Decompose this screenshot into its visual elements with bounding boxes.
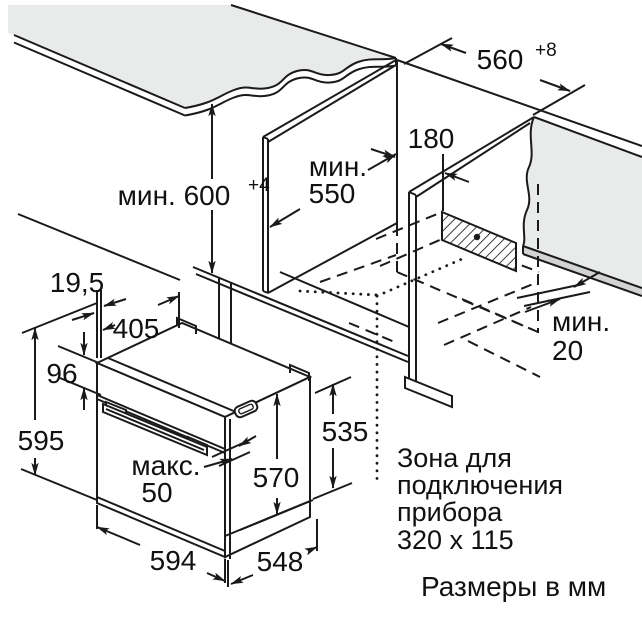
dim-niche-width-label: 560 bbox=[477, 44, 524, 75]
dim-top-depth: 405 bbox=[102, 292, 180, 344]
right-panel-front-edge bbox=[408, 191, 417, 382]
countertop bbox=[8, 4, 397, 117]
dim-niche-height-sup: +4 bbox=[248, 175, 270, 196]
hidden-wall-base-line2 bbox=[461, 298, 539, 333]
rear-wall-base-edges bbox=[522, 245, 642, 297]
dim-oven-height-label: 595 bbox=[18, 425, 65, 456]
rear-wall-surface bbox=[523, 117, 642, 288]
left-cabinet-leg bbox=[218, 278, 232, 347]
dim-oven-height: 595 bbox=[18, 302, 98, 501]
dim-oven-width-label: 594 bbox=[150, 545, 197, 576]
oven-rear-step-right bbox=[289, 363, 310, 381]
rear-wall-break-edge bbox=[522, 116, 535, 247]
left-panel-top-edge bbox=[262, 59, 397, 143]
dim-rear-height: 535 bbox=[312, 376, 369, 500]
dim-oven-depth-label: 548 bbox=[257, 546, 304, 577]
dim-handle-depth-word: макс. bbox=[131, 450, 200, 481]
hidden-right-floor-back bbox=[443, 306, 532, 346]
oven-door-top-edge bbox=[107, 357, 237, 413]
right-panel-top-edge bbox=[408, 116, 535, 198]
rear-wall-top-edge bbox=[533, 116, 642, 158]
countertop-front-edge bbox=[13, 34, 186, 109]
zone-note-line3: прибора bbox=[397, 497, 503, 527]
dim-top-depth-label: 405 bbox=[113, 313, 160, 344]
hidden-right-floor-front bbox=[437, 281, 539, 324]
dim-panel-height-label: 96 bbox=[46, 358, 77, 389]
left-cabinet-front-line bbox=[17, 213, 181, 281]
oven-handle bbox=[102, 400, 208, 457]
hidden-floor-edge-left bbox=[348, 322, 398, 344]
dim-front-overhang: 19,5 bbox=[50, 267, 127, 358]
connection-zone-note: Зона для подключения прибора 320 x 115 bbox=[397, 443, 563, 555]
connection-zone-hatch bbox=[441, 210, 517, 273]
dim-niche-height: мин. 600 +4 bbox=[118, 103, 270, 274]
left-panel-bottom-edge bbox=[262, 222, 398, 294]
zone-note-line4: 320 x 115 bbox=[397, 525, 514, 555]
handle-bar-line bbox=[105, 408, 205, 451]
rear-wall-base-strip bbox=[523, 246, 642, 296]
zone-projection-depth bbox=[375, 257, 464, 298]
hidden-zone-top-line bbox=[375, 211, 443, 240]
left-panel-front-edge bbox=[262, 136, 269, 293]
countertop-break-top bbox=[184, 57, 397, 109]
oven-door-bottom-edge bbox=[96, 496, 226, 552]
rear-wall bbox=[396, 59, 642, 297]
right-cabinet-foot bbox=[404, 375, 453, 409]
dim-panel-height: 96 bbox=[46, 332, 102, 410]
dim-rear-gap-word: мин. bbox=[552, 306, 610, 337]
dim-front-overhang-label: 19,5 bbox=[50, 267, 105, 298]
dim-oven-depth: 548 bbox=[227, 519, 318, 587]
zone-note-line2: подключения bbox=[397, 470, 563, 500]
dim-rear-height-label: 535 bbox=[322, 416, 369, 447]
dim-conn-offset: 180 bbox=[370, 123, 470, 211]
projection-lines bbox=[298, 257, 464, 484]
oven bbox=[94, 316, 313, 559]
hidden-zone-bottom-line bbox=[379, 238, 443, 267]
dim-rear-gap: мин. 20 bbox=[516, 271, 610, 366]
zone-projection-horizontal bbox=[298, 289, 379, 297]
oven-rear-step-left bbox=[176, 316, 197, 334]
dim-handle-depth-value: 50 bbox=[141, 477, 172, 508]
dim-handle-depth: макс. 50 bbox=[131, 435, 257, 508]
dim-oven-width: 594 bbox=[96, 505, 226, 583]
niche-floor-back-edge bbox=[279, 271, 410, 328]
countertop-front-bottom-edge bbox=[13, 41, 186, 117]
zone-note-line1: Зона для bbox=[397, 443, 512, 473]
oven-side-vent-icon bbox=[233, 399, 259, 419]
countertop-surface bbox=[8, 5, 396, 108]
niche-back-top-edge bbox=[396, 59, 642, 147]
connection-zone bbox=[441, 210, 517, 273]
connection-zone-dot bbox=[473, 233, 481, 241]
countertop-back-edge bbox=[230, 4, 397, 59]
hidden-edges bbox=[319, 184, 541, 378]
hidden-right-floor-side bbox=[467, 340, 541, 378]
dim-body-height-label: 570 bbox=[253, 462, 300, 493]
oven-side-face bbox=[224, 375, 311, 559]
dim-niche-depth: мин. 550 bbox=[269, 151, 397, 228]
dim-conn-offset-label: 180 bbox=[408, 123, 455, 154]
units-note: Размеры в мм bbox=[421, 571, 606, 602]
dim-body-height: 570 bbox=[239, 393, 314, 531]
dim-niche-depth-word: мин. bbox=[309, 151, 367, 182]
dim-niche-width: 560 +8 bbox=[403, 37, 586, 116]
countertop-break-bottom bbox=[184, 64, 397, 117]
dim-niche-height-label: мин. 600 bbox=[118, 180, 231, 211]
dim-rear-gap-value: 20 bbox=[552, 335, 583, 366]
hidden-left-floor-back bbox=[319, 254, 397, 283]
dim-niche-width-sup: +8 bbox=[535, 40, 557, 61]
dim-niche-depth-value: 550 bbox=[309, 178, 356, 209]
